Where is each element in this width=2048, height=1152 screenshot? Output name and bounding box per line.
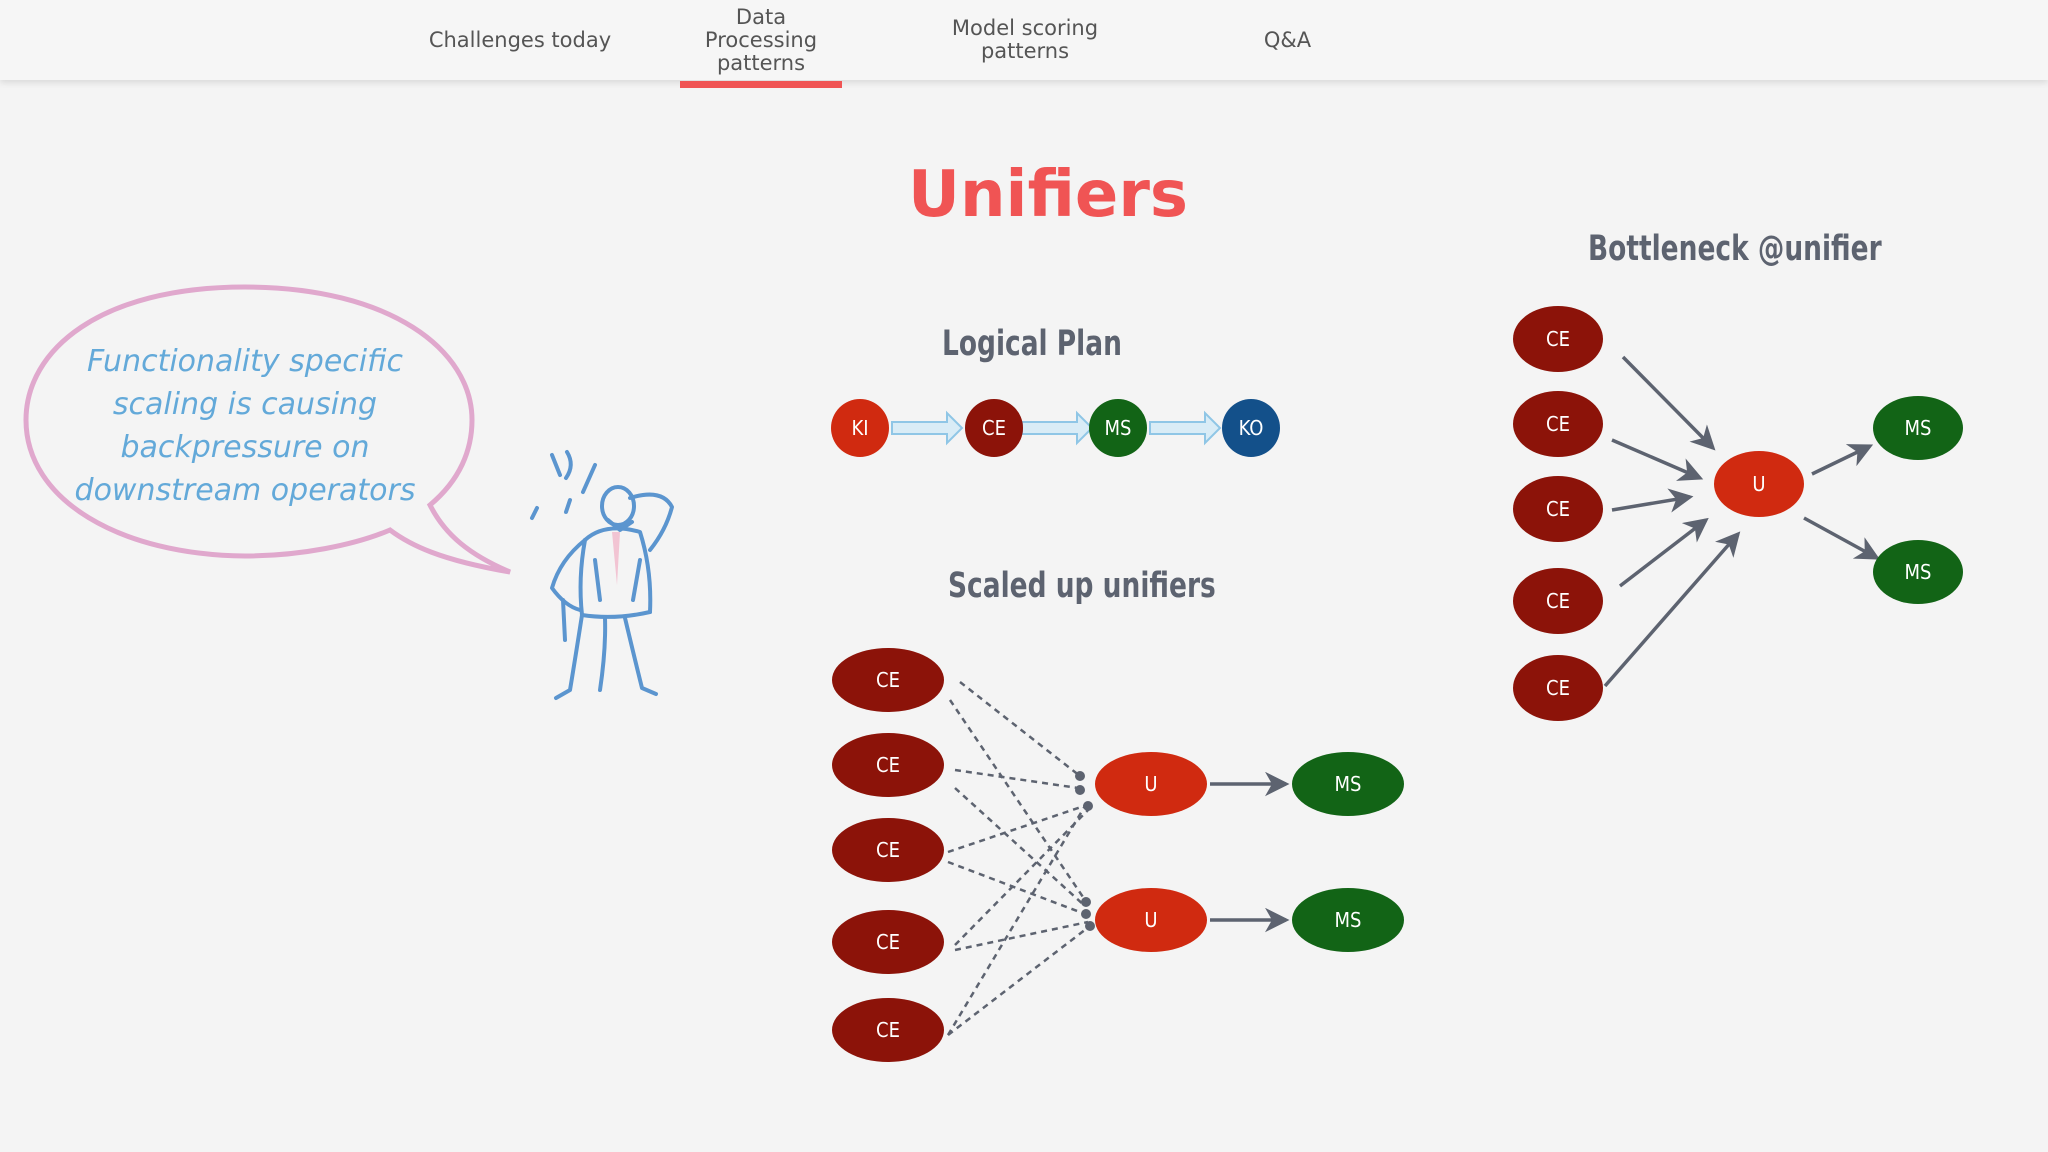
node-label: MS — [1335, 772, 1362, 796]
scaled-ce-5: CE — [832, 998, 944, 1062]
tab-label: Q&A — [1263, 27, 1312, 52]
bottleneck-ce-1: CE — [1513, 306, 1603, 372]
node-ce: CE — [965, 399, 1023, 457]
logical-plan-title: Logical Plan — [942, 324, 1122, 364]
tab-label: Data Processing patterns — [704, 4, 818, 75]
bottleneck-unifier: U — [1714, 451, 1804, 517]
node-label: CE — [876, 1018, 900, 1042]
top-nav: Challenges today Data Processing pattern… — [0, 0, 2048, 88]
scaled-up-output-arrows — [1210, 771, 1290, 933]
node-label: KO — [1239, 416, 1264, 440]
node-label: CE — [1546, 497, 1570, 521]
tab-label: Model scoring patterns — [951, 16, 1099, 63]
node-label: MS — [1335, 908, 1362, 932]
node-ki: KI — [831, 399, 889, 457]
node-label: CE — [1546, 412, 1570, 436]
scaled-unifier-2: U — [1095, 888, 1207, 952]
worried-person-icon — [530, 450, 674, 700]
scaled-ce-2: CE — [832, 733, 944, 797]
node-label: MS — [1905, 560, 1932, 584]
scaled-unifier-1: U — [1095, 752, 1207, 816]
scaled-up-join-dots — [1075, 771, 1095, 931]
node-label: CE — [1546, 589, 1570, 613]
node-label: CE — [876, 668, 900, 692]
bottleneck-edges — [1603, 355, 1881, 688]
node-ko: KO — [1222, 399, 1280, 457]
tab-label: Challenges today — [428, 27, 612, 52]
scaled-ce-3: CE — [832, 818, 944, 882]
scaled-up-edges — [946, 681, 1093, 1036]
bottleneck-ms-1: MS — [1873, 396, 1963, 460]
tab-model-scoring-patterns[interactable]: Model scoring patterns — [930, 0, 1120, 80]
scaled-up-unifiers-title: Scaled up unifiers — [948, 566, 1216, 606]
bottleneck-ms-2: MS — [1873, 540, 1963, 604]
node-label: MS — [1905, 416, 1932, 440]
speech-bubble — [23, 284, 511, 575]
node-label: U — [1752, 472, 1765, 496]
slide-title: Unifiers — [908, 158, 1188, 232]
bottleneck-ce-4: CE — [1513, 568, 1603, 634]
node-label: KI — [851, 416, 868, 440]
node-ms: MS — [1089, 399, 1147, 457]
node-label: CE — [876, 753, 900, 777]
tab-qa[interactable]: Q&A — [1240, 0, 1335, 80]
node-label: CE — [876, 838, 900, 862]
person-tie — [612, 532, 620, 585]
scaled-ce-1: CE — [832, 648, 944, 712]
scaled-ce-4: CE — [832, 910, 944, 974]
node-label: CE — [1546, 676, 1570, 700]
tab-challenges-today[interactable]: Challenges today — [420, 0, 620, 80]
tab-data-processing-patterns[interactable]: Data Processing patterns — [680, 0, 842, 88]
speech-bubble-text: Functionality specific scaling is causin… — [74, 344, 416, 508]
scaled-ms-1: MS — [1292, 752, 1404, 816]
node-label: MS — [1105, 416, 1132, 440]
node-label: CE — [982, 416, 1006, 440]
bottleneck-ce-5: CE — [1513, 655, 1603, 721]
scaled-ms-2: MS — [1292, 888, 1404, 952]
bottleneck-ce-3: CE — [1513, 476, 1603, 542]
bottleneck-unifier-title: Bottleneck @unifier — [1588, 229, 1882, 269]
node-label: CE — [1546, 327, 1570, 351]
node-label: CE — [876, 930, 900, 954]
bottleneck-ce-2: CE — [1513, 391, 1603, 457]
logical-plan-arrows — [891, 410, 1222, 446]
node-label: U — [1144, 908, 1157, 932]
node-label: U — [1144, 772, 1157, 796]
